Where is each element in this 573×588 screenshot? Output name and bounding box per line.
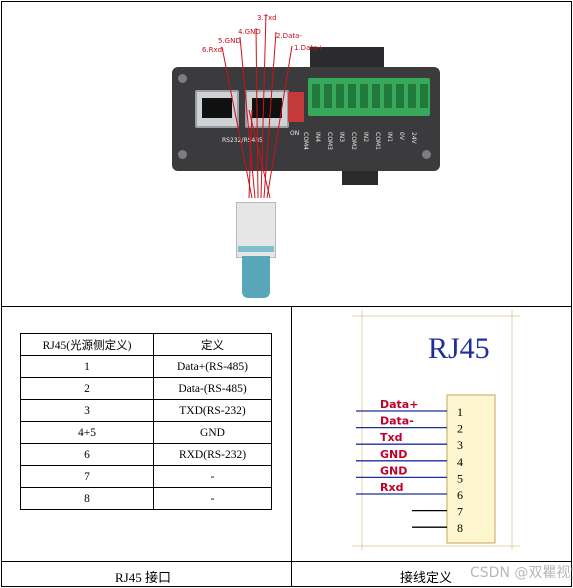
- pin-definition-cell: RXD(RS-232): [153, 443, 272, 466]
- terminal-label: COM1: [374, 132, 381, 150]
- pin-definition-cell: -: [153, 465, 272, 488]
- plug-boot: [242, 256, 270, 298]
- terminal-label: COM2: [350, 132, 357, 150]
- pin-number: 5: [457, 471, 463, 485]
- plug-stripe: [238, 246, 274, 252]
- table-row: 8-: [20, 487, 272, 510]
- screw-icon: [178, 74, 187, 83]
- column-divider: [291, 306, 292, 587]
- pin-number-cell: 6: [20, 443, 154, 466]
- dip-label: ON: [290, 130, 300, 137]
- terminal-label: IN1: [386, 132, 393, 143]
- pin-number-cell: 2: [20, 377, 154, 400]
- pin-number: 2: [457, 422, 463, 436]
- terminal-label: IN3: [338, 132, 345, 143]
- pin-definition-cell: TXD(RS-232): [153, 399, 272, 422]
- pin-label: 5.GND: [218, 37, 241, 45]
- terminal-label: 0V: [398, 132, 405, 140]
- device-foot: [342, 171, 378, 185]
- pin-number: 3: [457, 438, 463, 452]
- pin-number: 8: [457, 521, 463, 535]
- pin-number-cell: 7: [20, 465, 154, 488]
- device-photo: RS232/RS485 ON COM4 IN4 COM3 IN3 COM2 IN2 COM1…: [160, 10, 460, 300]
- signal-label: GND: [380, 448, 407, 461]
- pin-number-cell: 1: [20, 355, 154, 378]
- table-row: 7-: [20, 465, 272, 488]
- signal-label: Data-: [380, 415, 414, 428]
- row-divider: [1, 306, 572, 307]
- signal-label: Rxd: [380, 481, 403, 494]
- terminal-label: IN4: [314, 132, 321, 143]
- pin-number: 6: [457, 488, 463, 502]
- signal-label: Txd: [380, 431, 402, 444]
- terminal-label: COM3: [326, 132, 333, 150]
- terminal-label: COM4: [302, 132, 309, 150]
- pin-number: 1: [457, 405, 463, 419]
- port-label: RS232/RS485: [222, 137, 263, 144]
- pin-definition-cell: -: [153, 487, 272, 510]
- screw-icon: [178, 150, 187, 159]
- pin-definition-cell: GND: [153, 421, 272, 444]
- right-caption: 接线定义: [400, 570, 453, 585]
- left-caption: RJ45 接口: [115, 570, 171, 585]
- pin-definition-cell: Data-(RS-485): [153, 377, 272, 400]
- table-header-cell: 定义: [153, 333, 272, 356]
- pin-number: 7: [457, 505, 463, 519]
- pin-definition-cell: Data+(RS-485): [153, 355, 272, 378]
- terminal-block: [308, 78, 430, 116]
- pin-label: 6.Rxd: [202, 46, 223, 54]
- table-header-cell: RJ45(光源侧定义): [20, 333, 154, 356]
- pin-label: 1.Data+: [294, 44, 324, 52]
- pin-label: 3.Txd: [257, 14, 277, 22]
- pin-number-cell: 4+5: [20, 421, 154, 444]
- watermark: CSDN @双瞿视觉: [470, 565, 573, 581]
- signal-label: Data+: [380, 398, 418, 411]
- terminal-label: IN2: [362, 132, 369, 143]
- wire-diagram: [221, 13, 293, 199]
- signal-label: GND: [380, 464, 407, 477]
- pin-box: [446, 394, 496, 544]
- pin-number: 4: [457, 455, 463, 469]
- pin-number-cell: 8: [20, 487, 154, 510]
- screw-icon: [422, 150, 431, 159]
- pin-label: 4.GND: [238, 28, 261, 36]
- schematic-title: RJ45: [428, 332, 490, 365]
- table-header-row: RJ45(光源侧定义) 定义: [20, 333, 272, 356]
- pin-number-cell: 3: [20, 399, 154, 422]
- dip-switch: [288, 92, 304, 122]
- pin-label: 2.Data-: [276, 32, 302, 40]
- terminal-label: 24V: [410, 132, 417, 144]
- caption-divider: [1, 561, 572, 562]
